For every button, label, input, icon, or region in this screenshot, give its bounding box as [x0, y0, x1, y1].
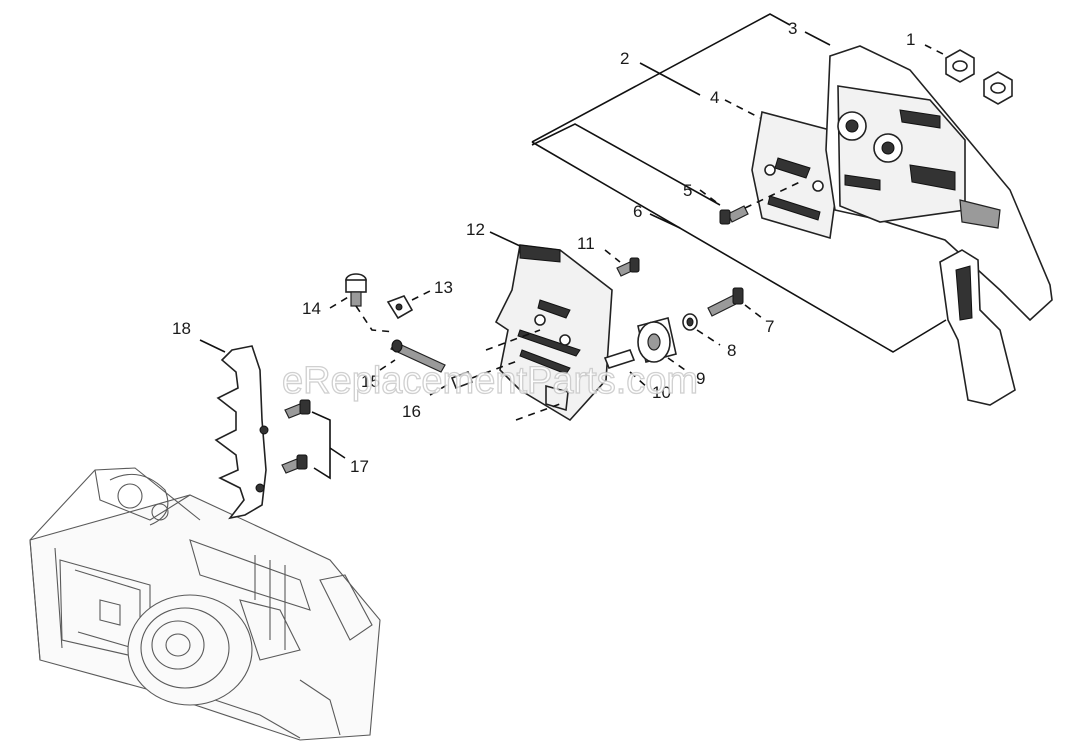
washer-13: [386, 295, 414, 320]
callout-16: 16: [402, 402, 421, 421]
pin-16: [450, 370, 474, 390]
callout-14: 14: [302, 299, 321, 318]
chain-guide-piece: [939, 249, 1016, 406]
leader-lines: [199, 13, 947, 480]
callout-7: 7: [765, 317, 774, 336]
callout-11: 11: [577, 234, 595, 253]
callout-3: 3: [788, 19, 797, 38]
nuts-1: [945, 49, 1013, 105]
spike-bumper: [214, 345, 269, 520]
callout-12: 12: [466, 220, 485, 239]
bolt-7: [707, 287, 744, 317]
washer-8: [682, 313, 698, 331]
screw-5: [719, 205, 749, 225]
sprocket-cover-3: [825, 45, 1053, 322]
callout-5: 5: [683, 181, 692, 200]
screws-17: [281, 399, 311, 474]
callout-18: 18: [172, 319, 191, 338]
callout-17: 17: [350, 457, 369, 476]
engine-housing: [29, 467, 381, 741]
bolt-11: [616, 257, 640, 277]
bolt-14: [345, 273, 367, 307]
callout-13: 13: [434, 278, 453, 297]
callout-2: 2: [620, 49, 629, 68]
callout-1: 1: [906, 30, 915, 49]
callout-15: 15: [361, 372, 380, 391]
spacer-9: [637, 317, 677, 363]
callout-4: 4: [710, 88, 719, 107]
callout-9: 9: [696, 369, 705, 388]
callout-6: 6: [633, 202, 642, 221]
stud-15: [390, 339, 446, 373]
plate-12: [494, 244, 613, 422]
watermark-text: eReplacementParts.com: [282, 360, 698, 402]
callout-10: 10: [652, 383, 671, 402]
callout-labels: 1 2 3 4 5 6 7 8 9 10 11 12 13 14 15 16 1…: [172, 19, 915, 476]
callout-8: 8: [727, 341, 736, 360]
pin-10: [603, 349, 636, 369]
bar-plate-4: [751, 111, 839, 240]
